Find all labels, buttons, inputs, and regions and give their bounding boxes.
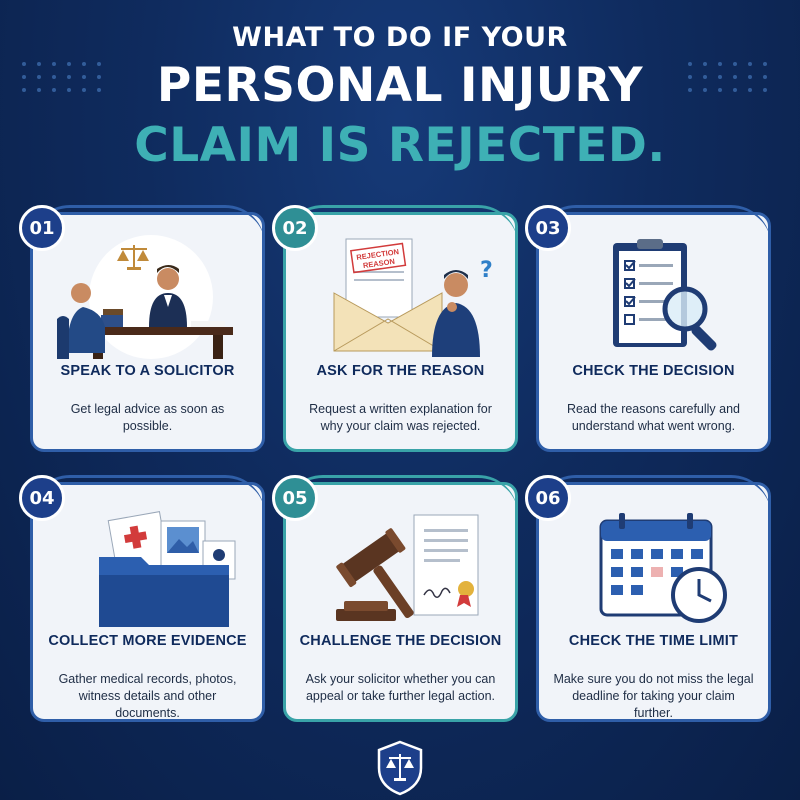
decor-dot [688,75,692,79]
step-number-badge: 05 [272,475,318,521]
decor-dot [748,88,752,92]
step-description: Gather medical records, photos, witness … [58,672,237,720]
rejection-letter-icon: REJECTION REASON ? [333,238,493,357]
step-number-badge: 01 [19,205,65,251]
decor-dot [37,88,41,92]
decor-dot [82,88,86,92]
decor-dot [67,88,71,92]
step-description: Read the reasons carefully and understan… [566,402,741,433]
svg-text:?: ? [480,258,493,283]
decor-dot [67,62,71,66]
step-title: CHECK THE DECISION [572,363,735,379]
clipboard-magnifier-icon [613,239,717,351]
evidence-folder-icon [99,511,236,627]
step-card-3: 03 CHECK THE DECISION Read the reasons c… [525,205,771,452]
decor-dot [718,62,722,66]
decor-dot [748,62,752,66]
decor-dot [22,75,26,79]
step-number-badge: 04 [19,475,65,521]
step-title: CHALLENGE THE DECISION [299,633,502,649]
decor-dot [688,88,692,92]
gavel-document-icon [336,514,479,621]
step-card-5: 05 CHALLENGE THE DECISION Ask your solic… [272,475,518,722]
decor-dot [763,88,767,92]
step-card-2: 02 REJECTION REASON ? ASK FOR THE REASON… [272,205,518,452]
decor-dot [52,88,56,92]
decor-dot [703,62,707,66]
decor-dot [763,62,767,66]
decor-dot [97,88,101,92]
decor-dot [733,75,737,79]
decor-dots-right [688,62,769,92]
decor-dot [703,75,707,79]
decor-dot [97,62,101,66]
title-line-3: CLAIM IS REJECTED. [134,118,666,173]
decor-dot [37,75,41,79]
step-title: ASK FOR THE REASON [316,363,485,379]
step-number-badge: 06 [525,475,571,521]
decor-dot [52,75,56,79]
decor-dot [22,88,26,92]
decor-dot [763,75,767,79]
step-number-badge: 03 [525,205,571,251]
decor-dot [733,62,737,66]
decor-dots-left [22,62,103,92]
decor-dot [52,62,56,66]
step-title: SPEAK TO A SOLICITOR [60,363,235,379]
step-description: Request a written explanation for why yo… [309,402,492,433]
decor-dot [82,75,86,79]
lawyer-meeting-icon [57,235,233,359]
svg-text:REASON: REASON [362,257,395,270]
decor-dot [37,62,41,66]
decor-dot [688,62,692,66]
title-line-2: PERSONAL INJURY [156,58,644,113]
step-card-4: 04 COLLECT MORE EVIDENCE Gather medical … [19,475,265,722]
decor-dot [718,75,722,79]
step-card-6: 06 CHECK THE TIME LIMIT Make sure you do… [525,475,771,722]
decor-dot [703,88,707,92]
decor-dot [22,62,26,66]
decor-dot [82,62,86,66]
decor-dot [67,75,71,79]
decor-dot [97,75,101,79]
step-description: Make sure you do not miss the legal dead… [553,672,754,720]
step-description: Ask your solicitor whether you can appea… [305,672,496,703]
decor-dot [748,75,752,79]
decor-dot [718,88,722,92]
step-title: COLLECT MORE EVIDENCE [48,633,247,649]
step-number-badge: 02 [272,205,318,251]
step-card-1: 01 SPEAK TO A SOLICITOR Get legal advice… [19,205,265,452]
scales-shield-icon [377,740,423,796]
step-description: Get legal advice as soon as possible. [70,402,225,433]
calendar-clock-icon [599,513,727,623]
decor-dot [733,88,737,92]
title-line-1: WHAT TO DO IF YOUR [232,22,568,53]
step-title: CHECK THE TIME LIMIT [568,633,739,649]
